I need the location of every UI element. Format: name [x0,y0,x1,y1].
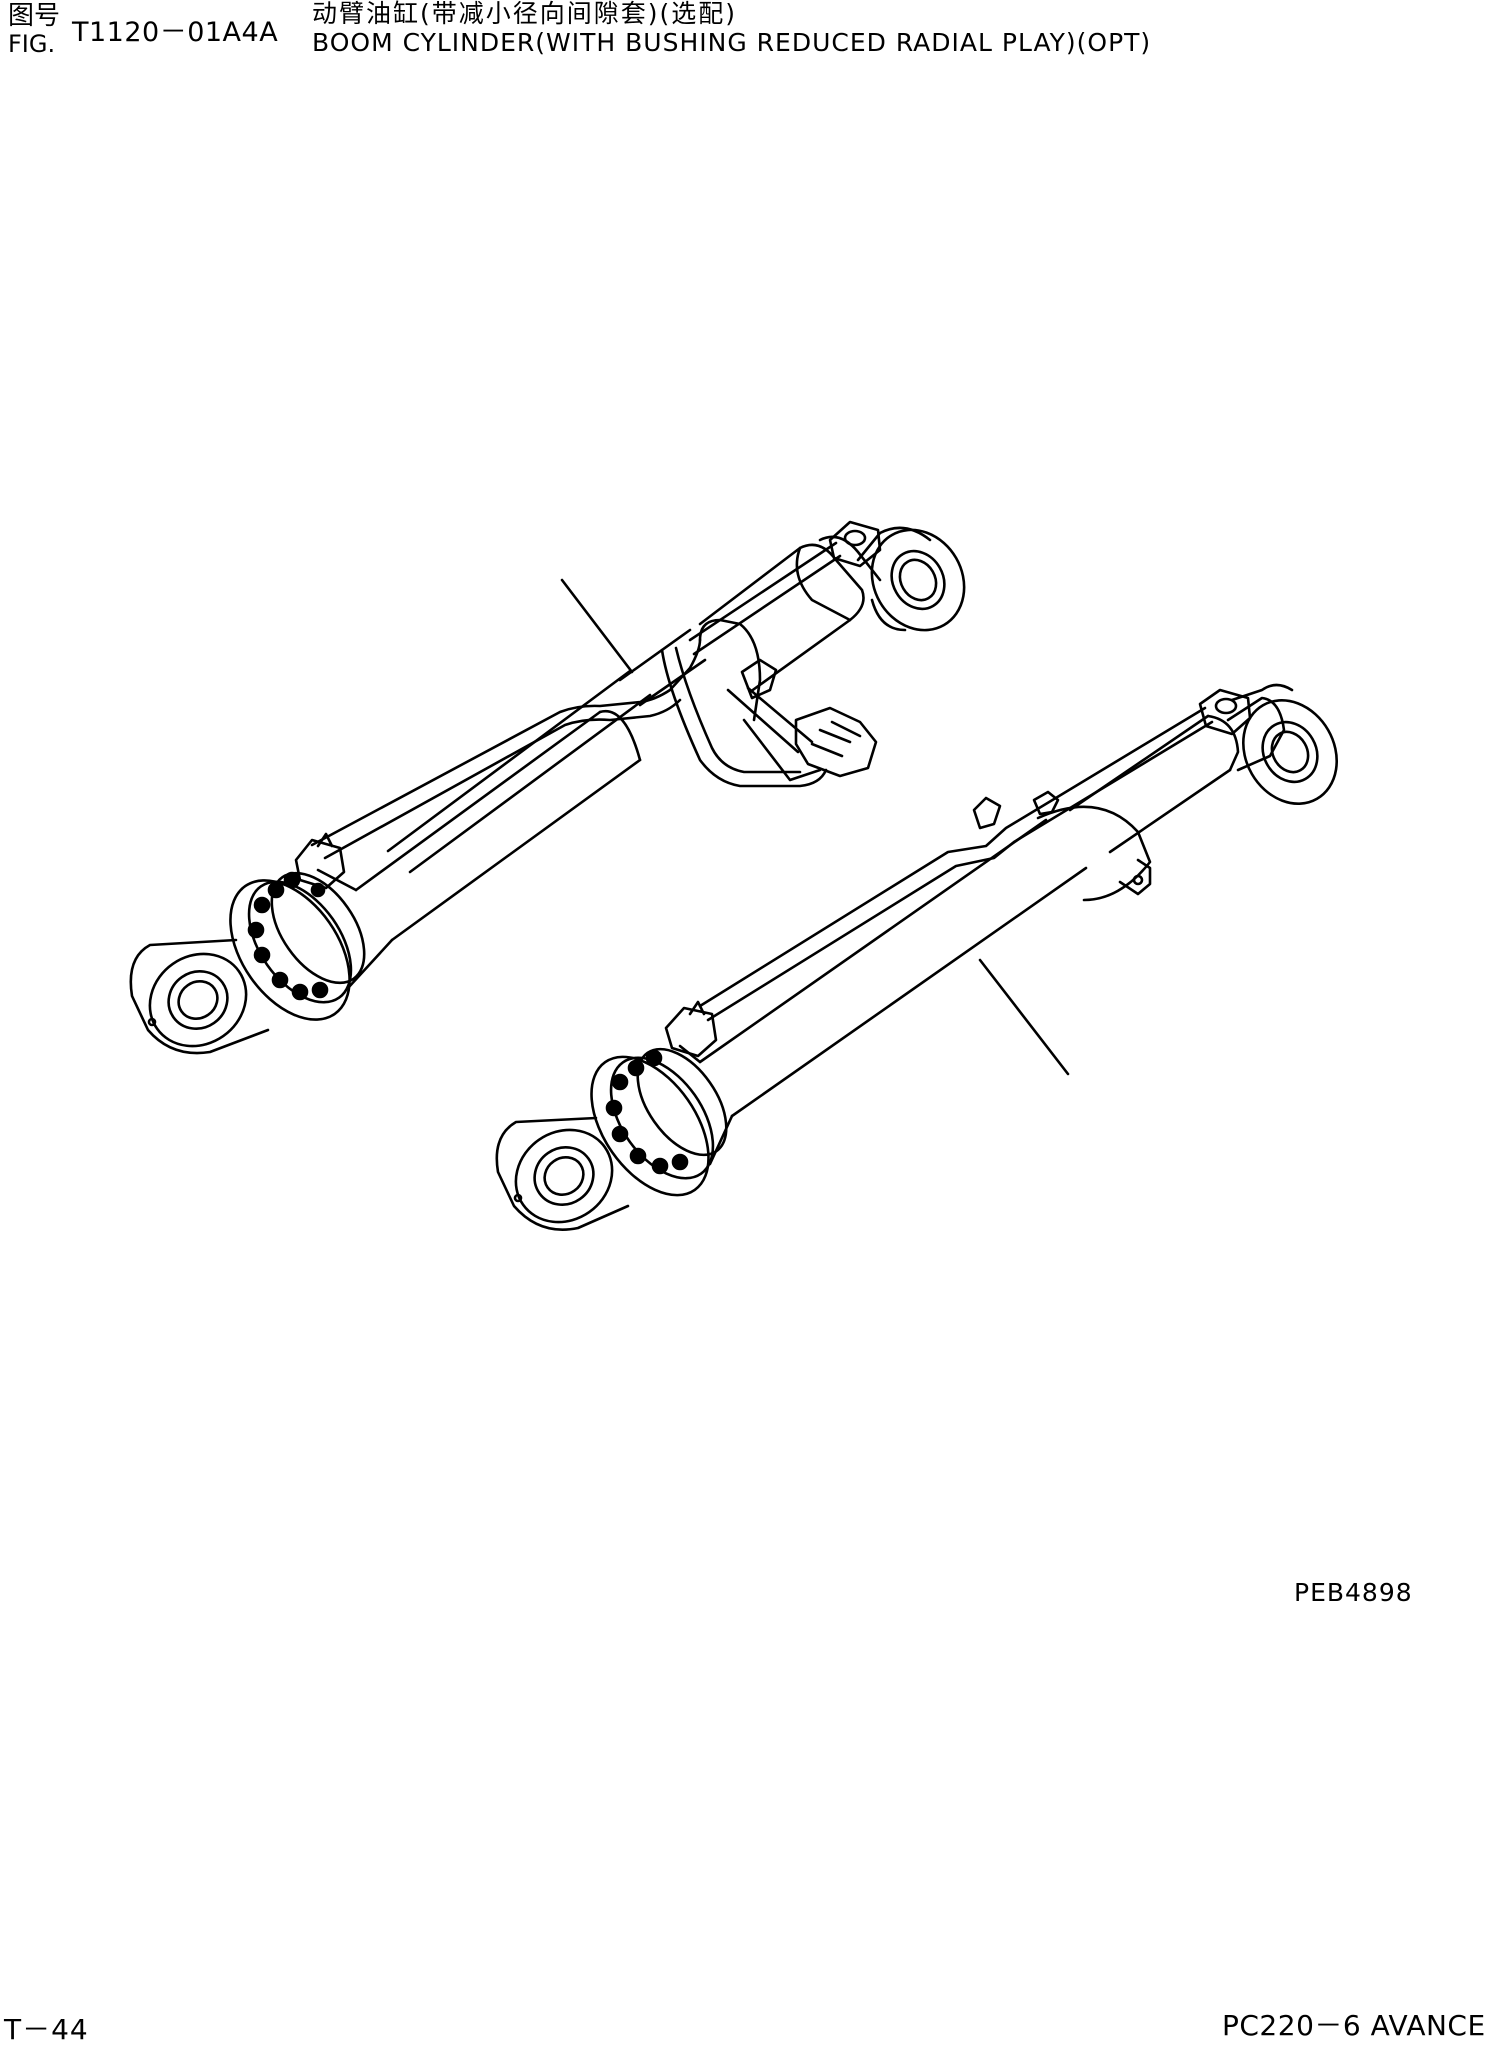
leader-line-left [560,578,634,674]
head-flange-left [229,868,394,1021]
title-chinese: 动臂油缸(带减小径向间隙套)(选配) [312,0,738,28]
cylinder-left [129,520,966,1055]
fig-number: T1120－01A4A [72,17,279,48]
head-end-eye-left [129,938,270,1055]
head-flange-right [590,1044,734,1197]
title-english: BOOM CYLINDER(WITH BUSHING REDUCED RADIA… [312,28,1152,57]
rod-end-eye-right [1198,683,1339,805]
leader-line-right [978,958,1070,1076]
port-block-bottom-right [664,1000,718,1058]
head-end-eye-right [495,1116,630,1231]
barrel-left [354,710,642,942]
rod-left [386,669,652,874]
collar-clamp-right [972,790,1152,902]
figure-header: 图号 FIG. T1120－01A4A 动臂油缸(带减小径向间隙套)(选配) B… [8,0,1488,64]
hydraulic-pipe-right [698,706,1214,1022]
port-block-bottom-left [294,832,346,890]
fig-label-en: FIG. [8,30,56,58]
cylinder-right [495,683,1339,1231]
machine-model: PC220－6 AVANCE [1222,2009,1486,2042]
rod-end-eye-left [828,520,966,632]
pipe-clamp-bracket [726,658,878,782]
hydraulic-pipe-left [310,541,842,860]
page-number: T－44 [4,2013,89,2046]
barrel-right [698,818,1088,1118]
fig-label-cn: 图号 [8,1,61,31]
tube-top-left [698,543,865,694]
drawing-code: PEB4898 [1294,1578,1413,1607]
